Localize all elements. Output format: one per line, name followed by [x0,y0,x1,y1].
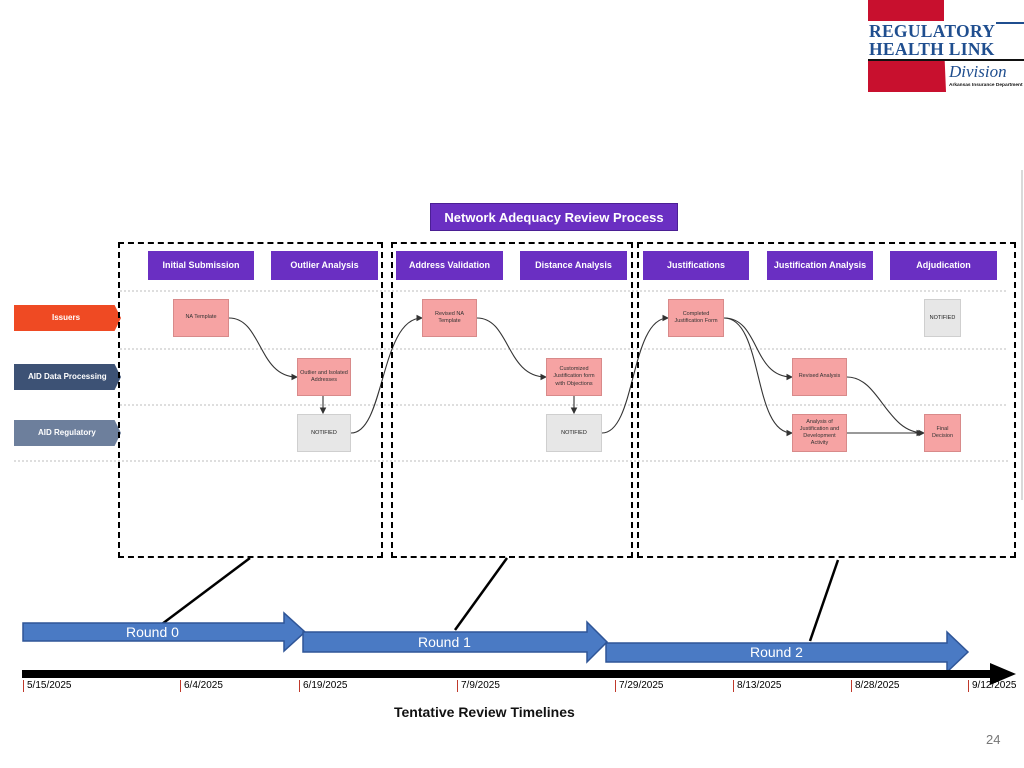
node-notified-round1: NOTIFIED [546,414,602,452]
regulatory-health-link-logo: REGULATORY HEALTH LINK Division Arkansas… [866,0,1024,92]
diagram-title: Network Adequacy Review Process [430,203,678,231]
stage-justification-analysis: Justification Analysis [767,251,873,280]
stage-outlier-analysis: Outlier Analysis [271,251,378,280]
timeline-caption: Tentative Review Timelines [394,704,575,720]
date-tick-7: 9/12/2025 [968,680,1017,692]
node-analysis-of-justification: Analysis of Justification and Developmen… [792,414,847,452]
stage-address-validation: Address Validation [396,251,503,280]
logo-line-regulatory: REGULATORY [868,21,997,42]
pointer-round0 [161,557,251,625]
round1-label: Round 1 [418,634,471,650]
slide-edge-bar [1021,170,1023,500]
node-final-decision: Final Decision [924,414,961,452]
date-tick-6: 8/28/2025 [851,680,900,692]
node-notified-adjudication: NOTIFIED [924,299,961,337]
logo-line-health-link: HEALTH LINK [868,39,996,60]
connector-notified-to-revised [350,314,424,434]
page-number: 24 [986,732,1001,747]
logo-rule-bottom [868,59,1024,61]
pointer-round1 [453,557,509,631]
date-tick-4: 7/29/2025 [615,680,664,692]
logo-line-division: Division [948,62,1008,82]
round2-label: Round 2 [750,644,803,660]
lane-issuers-label: Issuers [52,313,81,322]
round2-group-box [637,242,1016,558]
lane-data-processing-label: AID Data Processing [28,372,107,381]
lane-aid-regulatory: AID Regulatory [14,420,121,446]
node-revised-na-template: Revised NA Template [422,299,477,337]
node-completed-justification-form: Completed Justification Form [668,299,724,337]
node-na-template: NA Template [173,299,229,337]
date-tick-5: 8/13/2025 [733,680,782,692]
lane-aid-data-processing: AID Data Processing [14,364,121,390]
connector-completed-to-analysis [723,317,794,437]
stage-justifications: Justifications [643,251,749,280]
stage-adjudication: Adjudication [890,251,997,280]
stage-initial-submission: Initial Submission [148,251,254,280]
node-notified-round0: NOTIFIED [297,414,351,452]
connector-notified-to-completed [601,314,670,434]
round0-arrow [22,611,307,653]
pointer-round2 [808,559,840,642]
connector-revised-analysis-to-final [846,376,926,437]
date-tick-1: 6/4/2025 [180,680,223,692]
round1-group-box [391,242,633,558]
date-tick-2: 6/19/2025 [299,680,348,692]
main-timeline-arrow [22,663,1016,685]
node-revised-analysis: Revised Analysis [792,358,847,396]
round0-group-box [118,242,383,558]
round2-arrow [605,630,970,674]
logo-line-department: Arkansas Insurance Department [948,83,1024,88]
node-customized-justification-form: Customized Justification form with Objec… [546,358,602,396]
round0-label: Round 0 [126,624,179,640]
node-outlier-isolated-addresses: Outlier and Isolated Addresses [297,358,351,396]
lane-issuers: Issuers [14,305,121,331]
date-tick-0: 5/15/2025 [23,680,72,692]
connector-na-to-outlier [228,317,299,381]
stage-distance-analysis: Distance Analysis [520,251,627,280]
round1-arrow [302,620,609,664]
connector-completed-to-revised-analysis [723,317,794,381]
lane-regulatory-label: AID Regulatory [38,428,96,437]
connector-revised-to-customized [476,317,548,381]
date-tick-3: 7/9/2025 [457,680,500,692]
